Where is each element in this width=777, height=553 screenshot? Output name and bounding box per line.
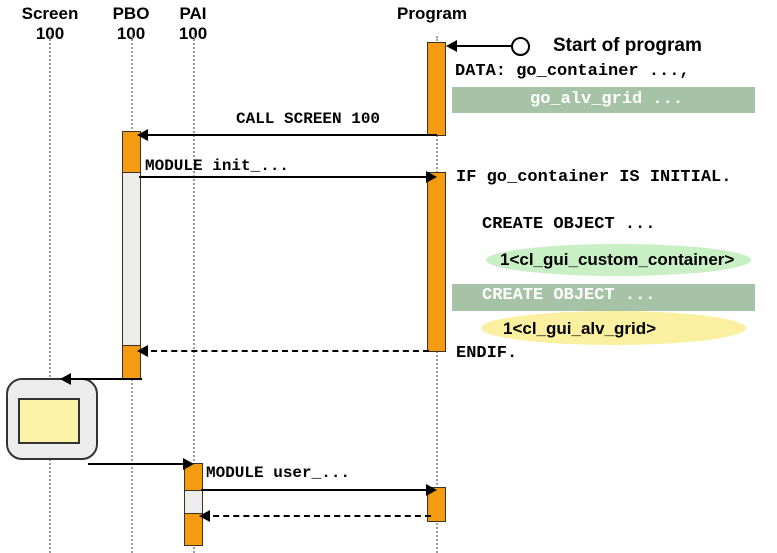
code-if-line: IF go_container IS INITIAL. <box>456 168 732 187</box>
module-user-line <box>201 489 433 491</box>
start-of-program-arrowhead <box>446 40 457 52</box>
code-data-line2: go_alv_grid ... <box>530 90 684 109</box>
lifeline-header-pai-line1: PAI <box>179 4 207 23</box>
pbo-to-screen-line <box>64 378 142 380</box>
module-user-label: MODULE user_... <box>206 464 351 482</box>
lifeline-header-screen-line1: Screen <box>21 4 79 23</box>
annotation-ellipse-container <box>486 244 751 276</box>
pai-return-arrowhead <box>199 510 210 522</box>
lifeline-header-pai-line2: 100 <box>178 24 208 43</box>
highlight-band-data <box>452 87 755 113</box>
module-init-arrowhead <box>426 171 437 183</box>
code-endif-line: ENDIF. <box>456 344 518 363</box>
activation-bar-program-pbo <box>427 172 446 352</box>
module-user-arrowhead <box>426 484 437 496</box>
activation-bar-pbo-middle <box>122 172 141 346</box>
lifeline-header-program: Program <box>380 4 484 24</box>
annotation-label-container: 1<cl_gui_custom_container> <box>500 250 735 269</box>
code-create-alv: CREATE OBJECT ... <box>482 286 656 305</box>
highlight-band-create-alv <box>452 284 755 311</box>
lifeline-header-pai: PAI 100 <box>160 4 226 44</box>
lifeline-header-program-line1: Program <box>397 4 467 23</box>
annotation-label-alv: 1<cl_gui_alv_grid> <box>503 319 657 338</box>
start-of-program-line <box>450 45 513 47</box>
pai-return-line <box>203 515 431 517</box>
call-screen-arrowhead <box>137 129 148 141</box>
start-of-program-circle <box>511 37 530 56</box>
module-init-line <box>139 176 433 178</box>
screen-to-pai-arrowhead <box>183 458 194 470</box>
start-of-program-label: Start of program <box>553 35 702 56</box>
call-screen-label: CALL SCREEN 100 <box>236 110 381 128</box>
lifeline-pai <box>193 36 195 553</box>
lifeline-header-pbo-line2: 100 <box>116 24 146 43</box>
call-screen-line <box>139 134 437 136</box>
pbo-return-line <box>141 350 429 352</box>
code-create-container: CREATE OBJECT ... <box>482 215 656 234</box>
screen-to-pai-line <box>88 463 192 465</box>
lifeline-header-screen: Screen 100 <box>8 4 92 44</box>
activation-bar-program-start <box>427 42 446 136</box>
annotation-ellipse-alv <box>481 311 746 345</box>
module-init-label: MODULE init_... <box>145 157 290 175</box>
code-data-line1: DATA: go_container ..., <box>455 62 690 81</box>
pbo-return-arrowhead <box>137 345 148 357</box>
lifeline-screen <box>49 36 51 553</box>
lifeline-header-screen-line2: 100 <box>35 24 65 43</box>
pbo-to-screen-arrowhead <box>60 373 71 385</box>
lifeline-header-pbo-line1: PBO <box>112 4 150 23</box>
activation-bar-pai-bottom <box>184 513 203 546</box>
lifeline-header-pbo: PBO 100 <box>96 4 166 44</box>
screen-window-content-area <box>18 398 80 444</box>
